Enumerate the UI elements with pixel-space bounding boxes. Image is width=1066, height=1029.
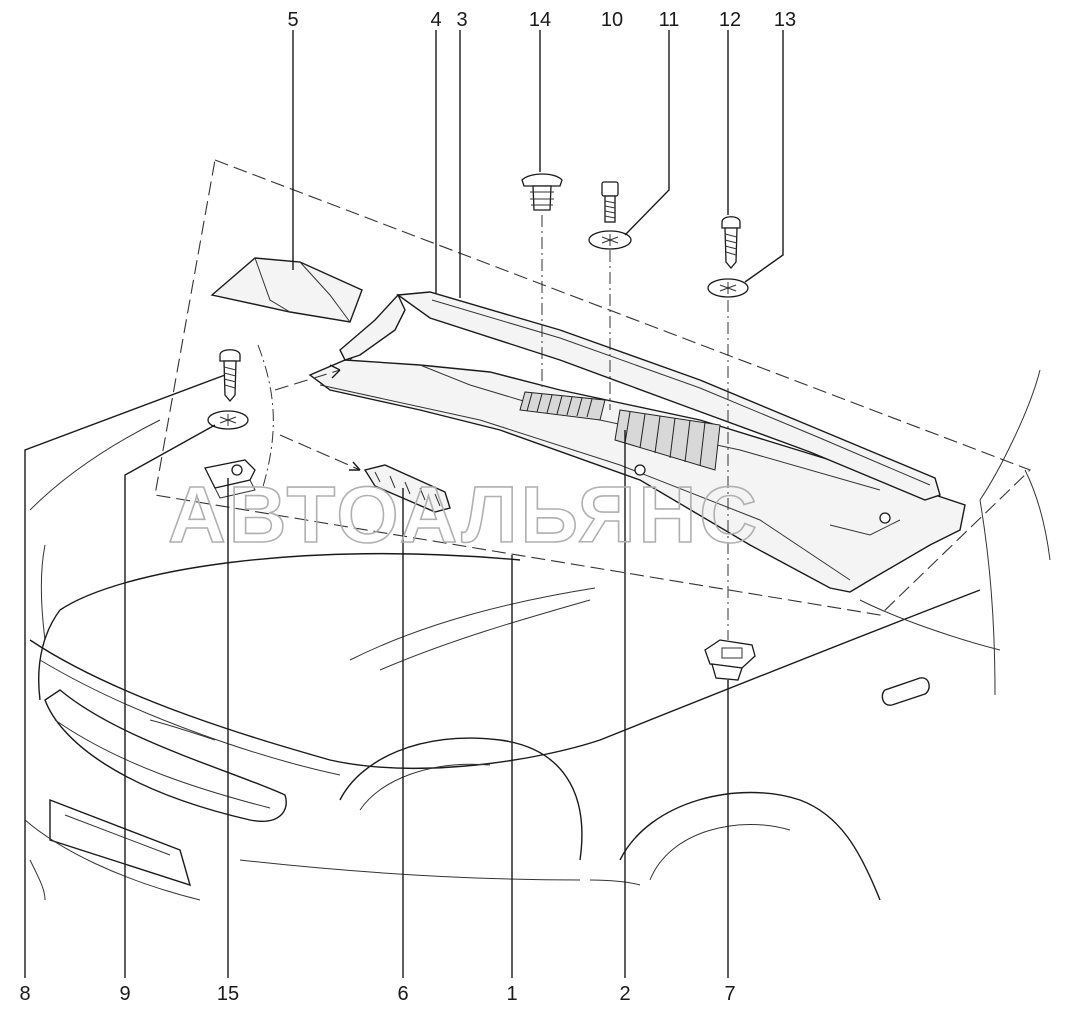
callout-6: 6 — [397, 983, 408, 1005]
watermark: АВТОАЛЬЯНС — [168, 470, 760, 559]
leader-lines — [24, 30, 784, 978]
callout-labels: 5 4 3 14 10 11 12 13 8 9 15 6 1 2 7 — [19, 9, 796, 1005]
bracket-15 — [204, 459, 256, 499]
bolt-10 — [601, 181, 619, 223]
cowl-panel — [308, 359, 966, 593]
washer-9 — [207, 410, 249, 430]
cowl-seal-strip — [339, 291, 941, 501]
callout-15: 15 — [217, 983, 239, 1005]
callout-12: 12 — [719, 9, 741, 31]
car-body-outline — [24, 369, 1051, 901]
callout-7: 7 — [724, 983, 735, 1005]
push-clip — [521, 173, 563, 211]
washer-11 — [588, 230, 632, 250]
callout-3: 3 — [456, 9, 467, 31]
callout-8: 8 — [19, 983, 30, 1005]
assembly-boundary — [154, 159, 1032, 616]
callout-10: 10 — [601, 9, 623, 31]
clip-nut-7 — [704, 639, 756, 681]
washer-13 — [707, 278, 749, 298]
callout-5: 5 — [287, 9, 298, 31]
callout-14: 14 — [529, 9, 551, 31]
retainer-strip-6 — [363, 464, 451, 513]
callout-13: 13 — [774, 9, 796, 31]
callout-2: 2 — [619, 983, 630, 1005]
screw-8 — [219, 349, 241, 403]
callout-9: 9 — [119, 983, 130, 1005]
assembly-lines — [257, 215, 729, 640]
callout-11: 11 — [659, 9, 680, 31]
callout-4: 4 — [430, 9, 441, 31]
screw-12 — [721, 216, 741, 270]
callout-1: 1 — [506, 983, 517, 1005]
left-cowl-cover — [210, 257, 363, 323]
